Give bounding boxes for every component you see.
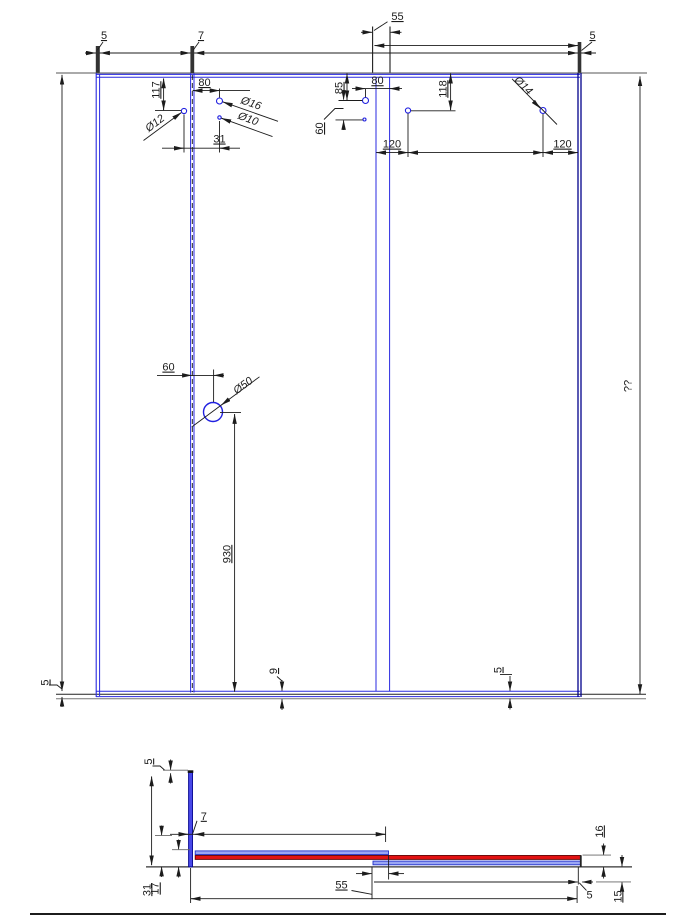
dim-label-120-left: 120 <box>383 139 401 151</box>
bottom-edge-dims <box>276 674 513 710</box>
hole-d10 <box>217 115 222 120</box>
dim-tick <box>190 46 195 73</box>
dim-arrow <box>221 397 231 406</box>
dim-label-section-17: 17 <box>150 882 162 894</box>
dim-label-flange-left: 5 <box>101 30 107 42</box>
dim-arrow <box>221 117 232 124</box>
dim-leader <box>276 676 283 682</box>
plan-view-holes <box>180 96 547 423</box>
dim-leader <box>152 765 165 771</box>
dim-label-bend-width: 7 <box>198 30 204 42</box>
dim-label-5-bottom-right: 5 <box>493 667 505 673</box>
dim-leader <box>97 41 104 51</box>
dim-label-118: 118 <box>437 80 449 98</box>
dim-label-60-center: 60 <box>314 122 326 134</box>
dim-label-overlap: 55 <box>391 11 403 23</box>
hole-center-c <box>404 107 412 114</box>
dim-label-flange-right: 5 <box>589 30 595 42</box>
section-view <box>146 770 632 868</box>
plan-view-panel-outline <box>56 72 647 700</box>
callout-d10: Ø10 <box>235 110 260 129</box>
dim-label-section-55: 55 <box>335 880 347 892</box>
section-vertical-bar <box>188 772 193 868</box>
dim-leader <box>351 890 372 895</box>
leader-d12 <box>143 112 182 141</box>
hole-center-b <box>362 117 367 122</box>
mid-callouts <box>157 369 260 692</box>
top-dimensions <box>85 21 596 73</box>
section-bar-cap <box>187 770 194 773</box>
dim-label-9: 9 <box>268 668 280 674</box>
dim-tick <box>95 46 100 73</box>
section-strip-blue-upper <box>194 850 389 856</box>
dim-arrow <box>222 101 233 108</box>
dim-label-930: 930 <box>221 545 233 563</box>
dim-label-overall-height: ?? <box>623 380 635 392</box>
callout-d50: Ø50 <box>231 374 256 397</box>
dim-label-31: 31 <box>213 134 225 146</box>
dim-leader <box>192 41 200 51</box>
dim-leader <box>578 882 587 891</box>
dim-label-section-16: 16 <box>594 825 606 837</box>
dim-leader <box>49 684 63 690</box>
dim-label-section-7: 7 <box>201 811 207 823</box>
dim-label-bottom-left-5: 5 <box>40 679 52 685</box>
section-dimensions <box>149 759 631 903</box>
dim-label-section-31: 31 <box>141 884 153 896</box>
dim-label-117: 117 <box>150 81 162 99</box>
dim-label-section-cap-5: 5 <box>143 758 155 764</box>
hole-d16 <box>215 97 224 105</box>
top-left-callouts <box>143 78 279 153</box>
dim-label-85: 85 <box>334 82 346 94</box>
section-right-cap <box>579 855 582 867</box>
section-strip-red <box>194 855 582 860</box>
dim-tick <box>577 42 582 73</box>
dim-label-section-15: 15 <box>612 890 624 902</box>
dim-leader <box>192 820 198 834</box>
side-dimensions <box>49 74 643 707</box>
dim-label-80-left: 80 <box>198 77 210 89</box>
hole-d50 <box>202 401 224 423</box>
top-center-callouts <box>323 73 579 157</box>
dim-leader <box>581 41 593 51</box>
section-strip-blue-lower <box>372 860 582 866</box>
dim-leader <box>373 21 388 31</box>
dim-label-60-left: 60 <box>162 362 174 374</box>
hole-center-a <box>361 96 370 105</box>
dim-label-80-center: 80 <box>371 75 383 87</box>
dim-arrow <box>531 99 541 109</box>
dim-label-120-right: 120 <box>553 139 571 151</box>
hole-d12 <box>180 107 188 115</box>
dim-leader <box>323 108 344 120</box>
dim-label-section-5: 5 <box>586 890 592 902</box>
